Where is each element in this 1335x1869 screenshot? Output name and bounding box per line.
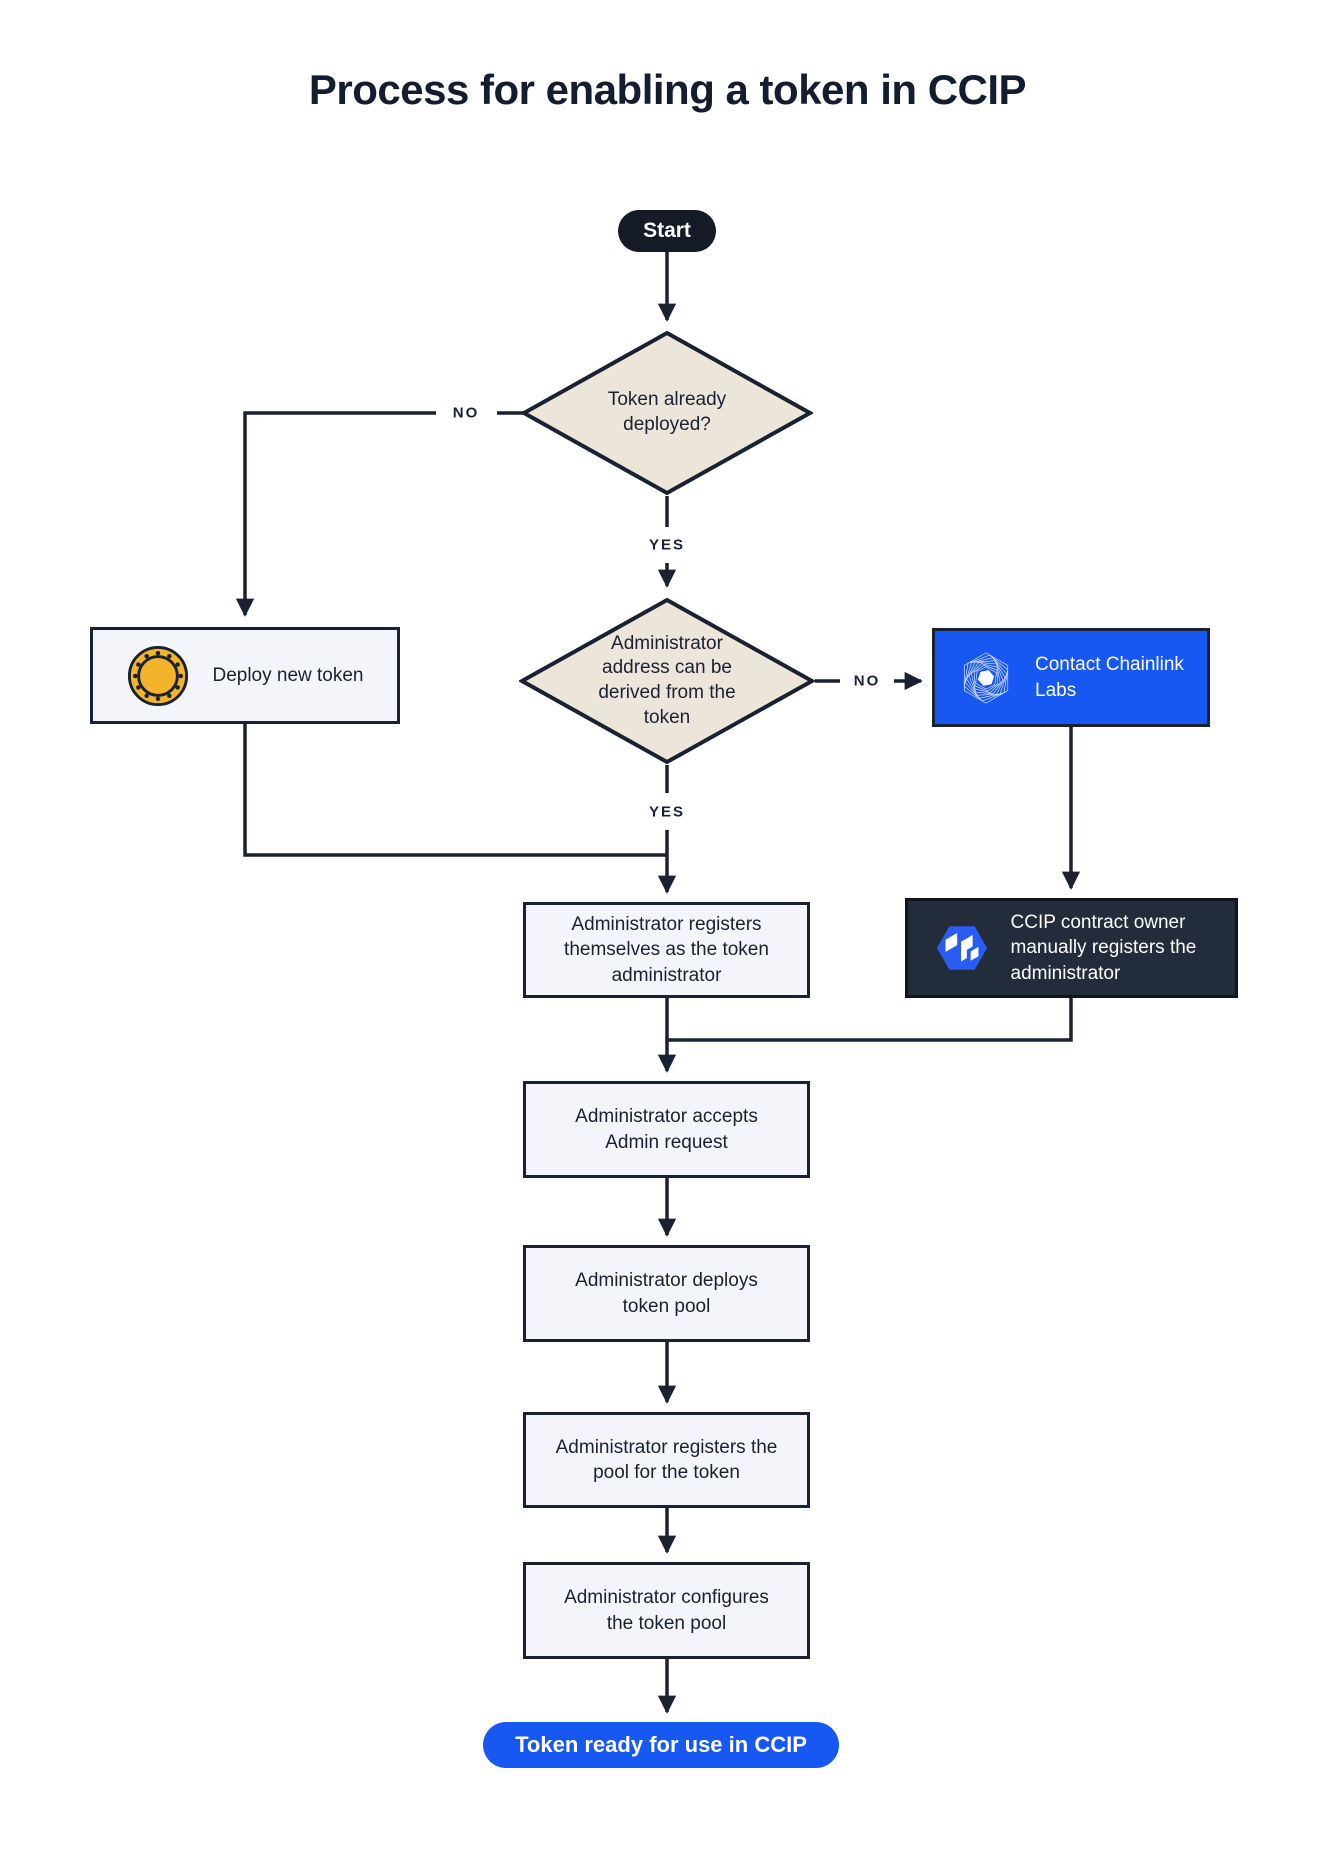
accept-admin-node: Administrator accepts Admin request (523, 1081, 810, 1178)
contact-chainlink-labs-node: Contact Chainlink Labs (932, 628, 1210, 727)
deploy-pool-label: Administrator deploys token pool (575, 1270, 758, 1317)
chainlink-labs-logo (957, 649, 1015, 707)
deploy-pool-node: Administrator deploys token pool (523, 1245, 810, 1342)
line-ccip-owner-join (667, 998, 1073, 1042)
line-deploy-join (243, 724, 667, 857)
decision-token-already-deployed: Token already deployed? (521, 330, 813, 496)
decision-admin-derivable: Administrator address can be derived fro… (519, 597, 815, 765)
edge-label-yes: YES (648, 803, 686, 821)
contact-chainlink-labs-label: Contact Chainlink Labs (1035, 653, 1184, 701)
deploy-new-token-label: Deploy new token (212, 664, 364, 686)
start-label: Start (643, 219, 691, 242)
arrow-decision1-no-b (235, 411, 436, 617)
page-title: Process for enabling a token in CCIP (308, 66, 1027, 113)
coin-icon (126, 644, 190, 708)
configure-pool-node: Administrator configures the token pool (523, 1562, 810, 1659)
end-node: Token ready for use in CCIP (483, 1722, 839, 1768)
register-self-node: Administrator registers themselves as th… (523, 902, 810, 998)
edge-label-no: NO (452, 404, 480, 422)
end-label: Token ready for use in CCIP (515, 1732, 807, 1757)
ccip-owner-node: CCIP contract owner manually registers t… (905, 898, 1238, 998)
register-pool-node: Administrator registers the pool for the… (523, 1412, 810, 1508)
edge-label-no: NO (853, 672, 881, 690)
decision-label: Token already deployed? (607, 389, 727, 435)
edge-label-yes: YES (648, 536, 686, 554)
deploy-new-token-node: Deploy new token (90, 627, 400, 724)
diamond-shape (521, 330, 813, 496)
register-self-label: Administrator registers themselves as th… (564, 914, 769, 986)
register-pool-label: Administrator registers the pool for the… (555, 1436, 778, 1483)
ccip-logo (933, 919, 991, 977)
diamond-shape (519, 597, 815, 765)
configure-pool-label: Administrator configures the token pool (564, 1587, 769, 1634)
decision-label: Administrator address can be derived fro… (598, 632, 736, 728)
start-node: Start (618, 210, 716, 252)
ccip-owner-label: CCIP contract owner manually registers t… (1010, 911, 1197, 984)
accept-admin-label: Administrator accepts Admin request (575, 1106, 758, 1153)
